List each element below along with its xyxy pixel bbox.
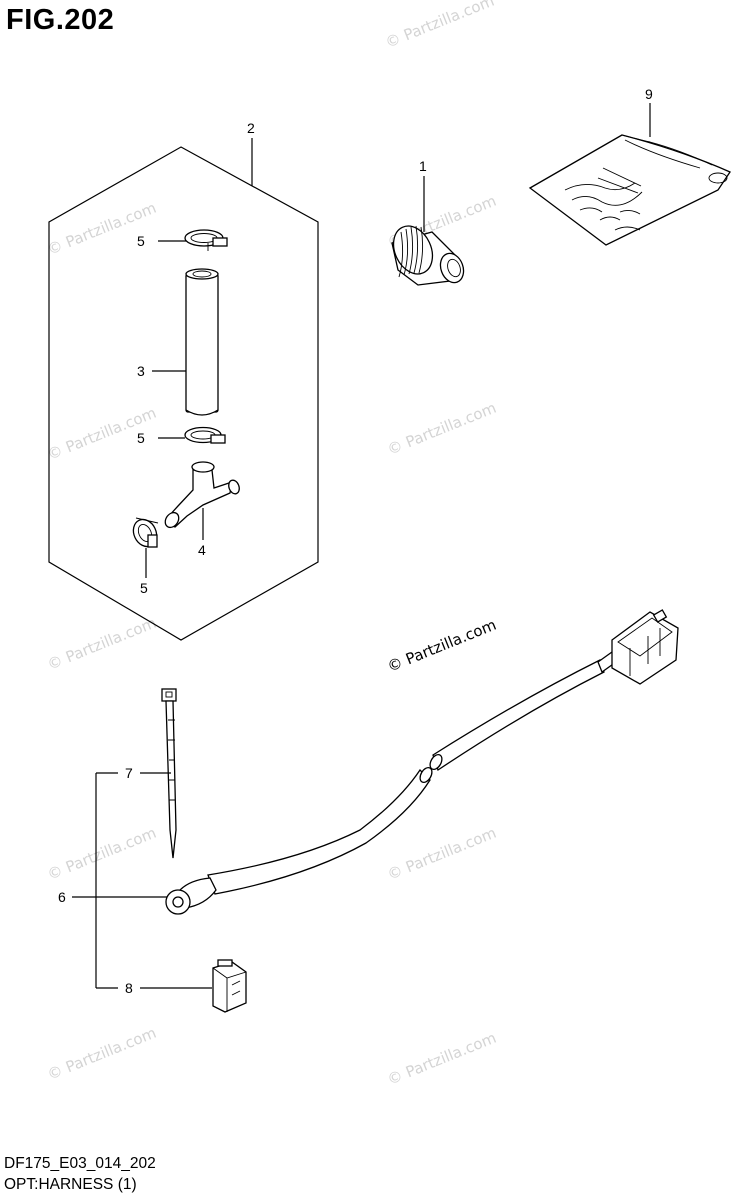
- watermark: © Partzilla.com: [385, 399, 499, 459]
- figure-title: FIG.202: [6, 4, 115, 36]
- watermark: © Partzilla.com: [383, 0, 497, 52]
- watermark-layer: © Partzilla.com © Partzilla.com © Partzi…: [45, 0, 499, 1089]
- callout-label: 9: [645, 86, 653, 102]
- hose-clamp-top: [184, 229, 228, 251]
- parts-bag: [528, 134, 731, 246]
- figure-name: OPT:HARNESS (1): [4, 1176, 137, 1193]
- cable-tie: [161, 688, 177, 859]
- harness-wire: [165, 650, 617, 915]
- callout-label: 5: [140, 580, 148, 596]
- watermark: © Partzilla.com: [45, 199, 159, 259]
- callout-label: 8: [125, 980, 133, 996]
- plug-fitting: [391, 225, 465, 286]
- fuse: [212, 959, 247, 1013]
- tee-joint: [164, 461, 240, 529]
- callout-label: 5: [137, 233, 145, 249]
- callout-label: 6: [58, 889, 66, 905]
- watermark: © Partzilla.com: [45, 614, 159, 674]
- harness-connector: [611, 609, 679, 685]
- callout-label: 3: [137, 363, 145, 379]
- figure-code: DF175_E03_014_202: [4, 1155, 156, 1172]
- hose: [185, 268, 219, 416]
- watermark: © Partzilla.com: [45, 824, 159, 884]
- callout-label: 7: [125, 765, 133, 781]
- kit-outline: [48, 146, 319, 641]
- watermark: © Partzilla.com: [385, 824, 499, 884]
- callout-label: 4: [198, 542, 206, 558]
- watermark: © Partzilla.com: [385, 1029, 499, 1089]
- watermark-dark: © Partzilla.com: [385, 616, 499, 676]
- callout-label: 5: [137, 430, 145, 446]
- watermark: © Partzilla.com: [45, 1024, 159, 1084]
- callout-label: 2: [247, 120, 255, 136]
- callout-label: 1: [419, 158, 427, 174]
- hose-clamp-lower: [132, 517, 159, 548]
- hose-clamp-middle: [184, 426, 226, 444]
